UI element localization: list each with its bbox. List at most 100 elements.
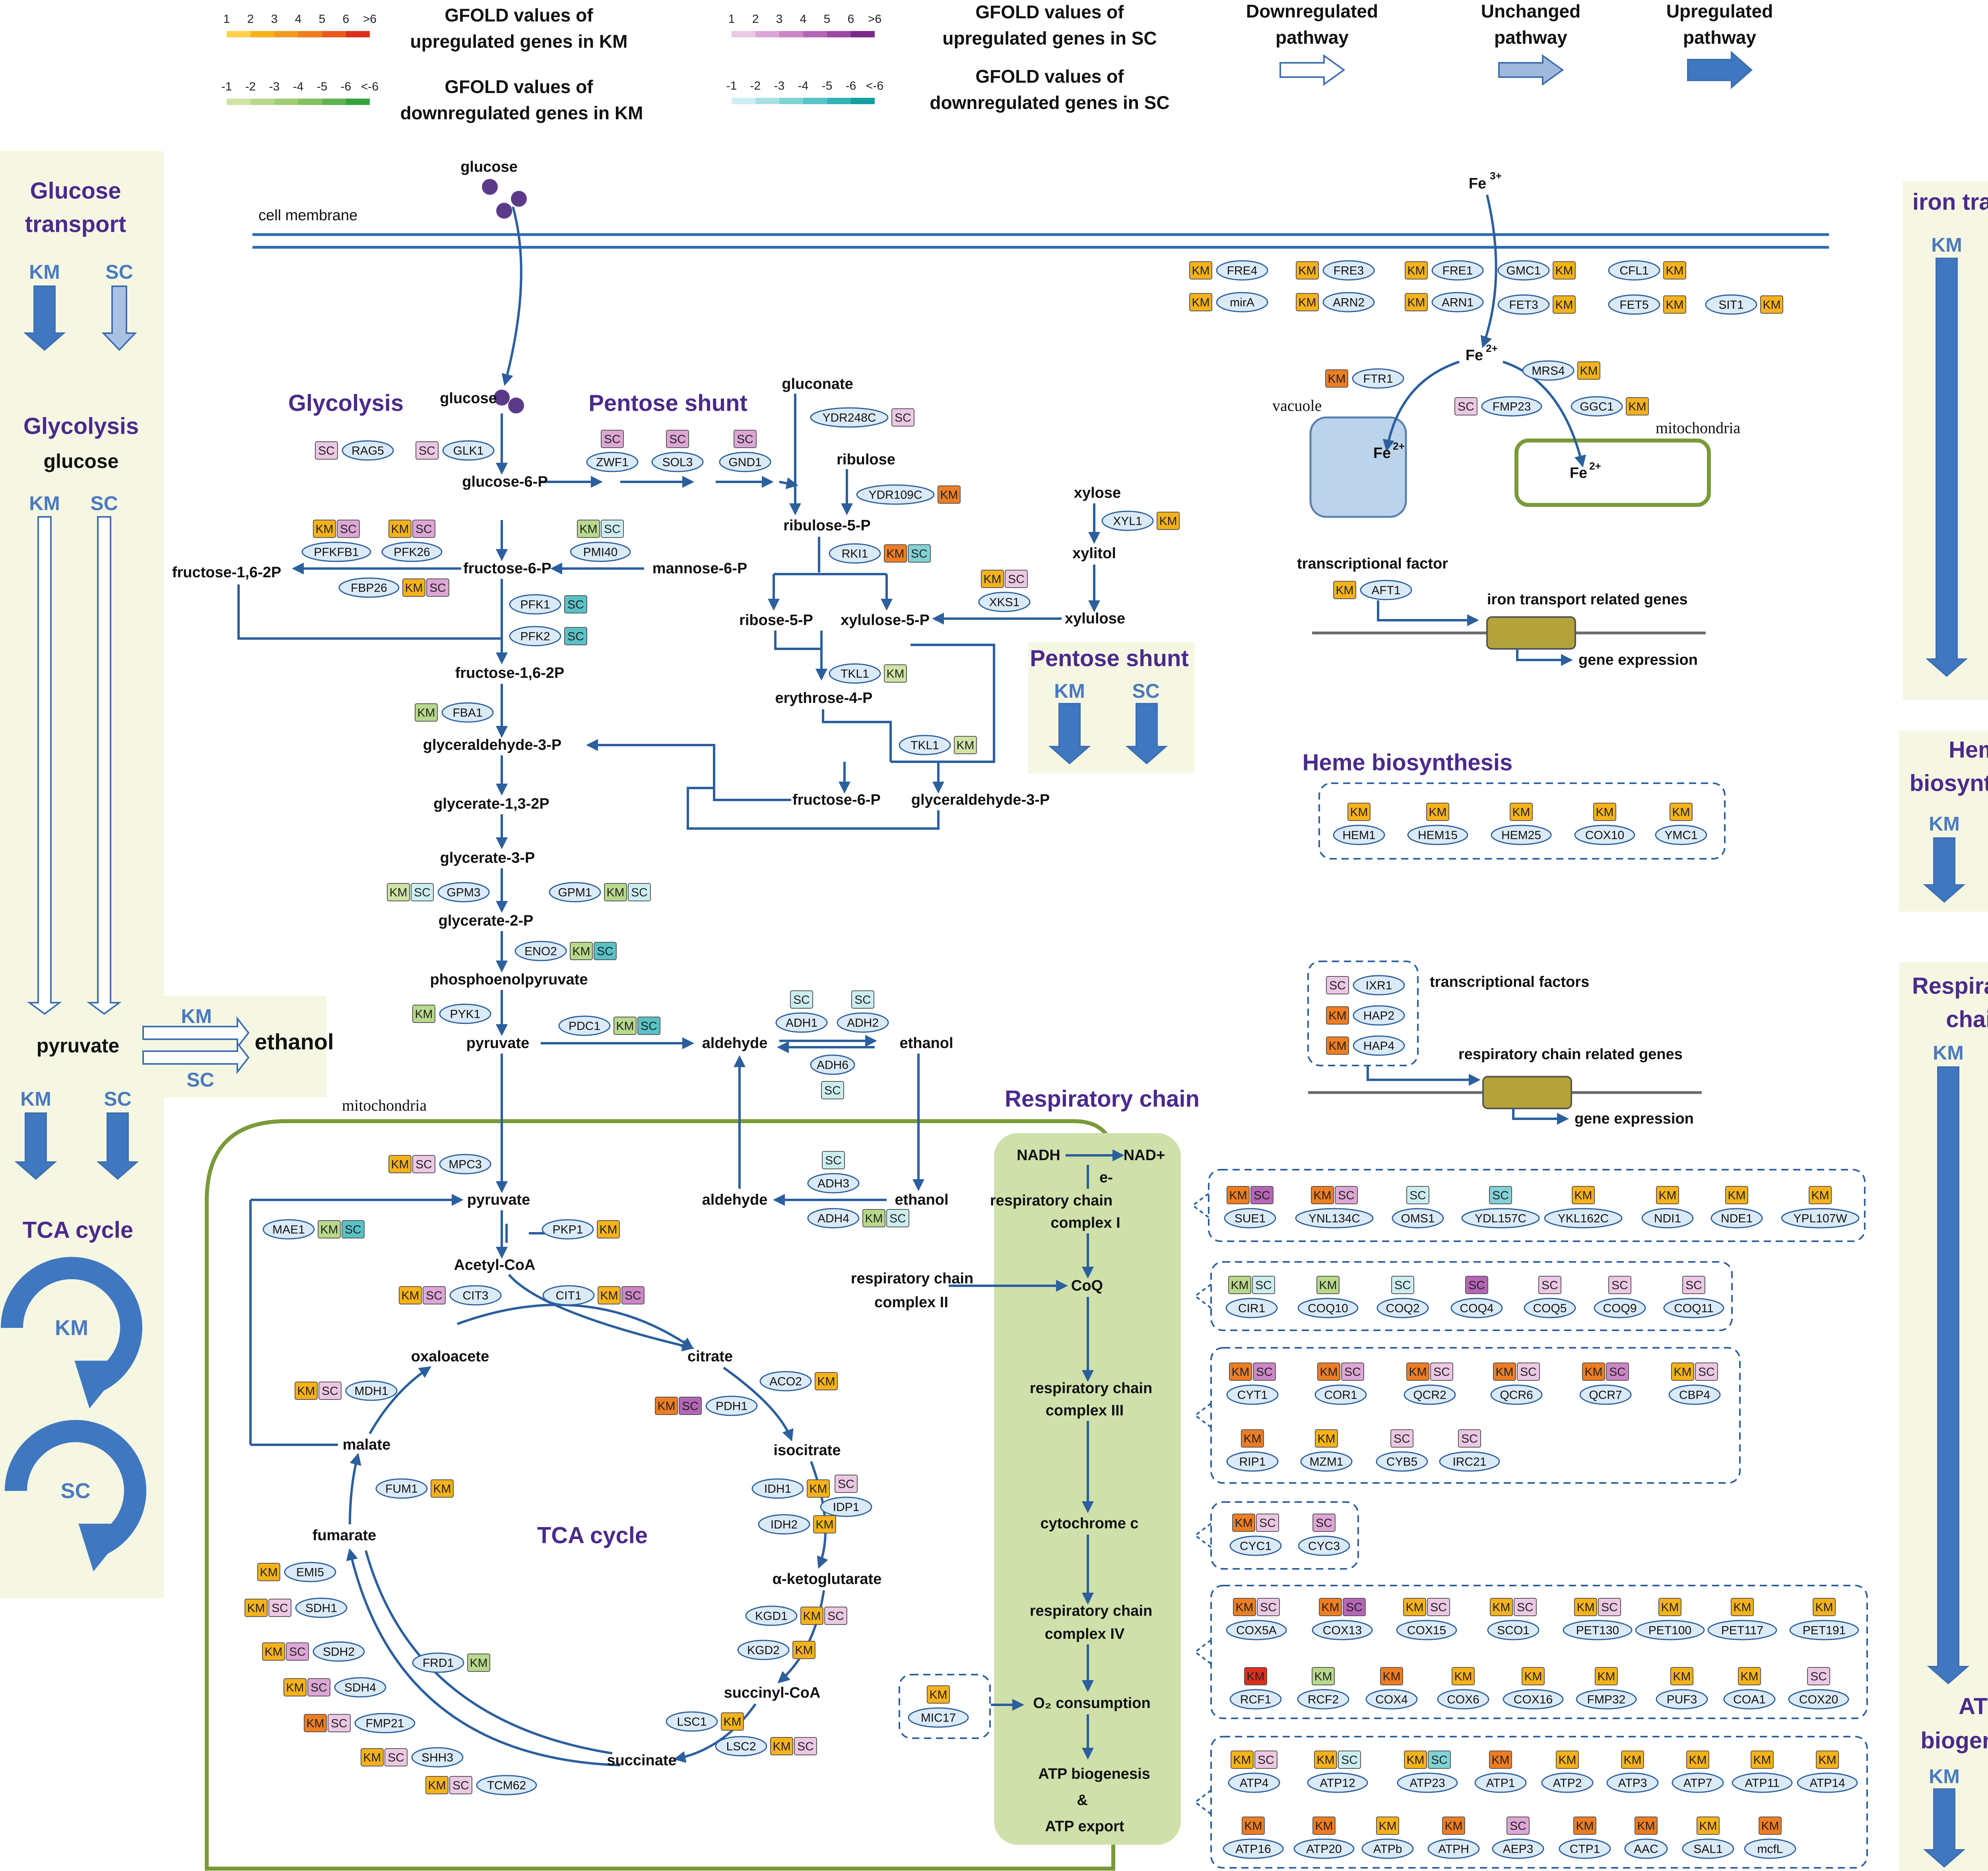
gene-name: COA1 bbox=[1733, 1693, 1766, 1706]
metabolite-eth: ethanol bbox=[899, 1035, 953, 1052]
gene-name: ATP1 bbox=[1486, 1777, 1515, 1790]
condition-tag-km: KM bbox=[1347, 803, 1371, 821]
condition-tag-text: KM bbox=[930, 1689, 947, 1702]
tca-km-cycle-icon: KM bbox=[0, 1257, 142, 1409]
gene-name: PFK1 bbox=[520, 598, 550, 611]
condition-tag-text: KM bbox=[1315, 1820, 1333, 1833]
condition-tag-km: KM bbox=[1593, 803, 1616, 821]
legend-tick: -4 bbox=[293, 80, 304, 93]
condition-tag-text: SC bbox=[1394, 1432, 1410, 1446]
condition-tag-sc: SC bbox=[1538, 1276, 1561, 1294]
metabolite-ald: aldehyde bbox=[702, 1035, 768, 1052]
condition-tag-sc: SC bbox=[1338, 1751, 1361, 1769]
gene-name: NDI1 bbox=[1654, 1212, 1681, 1225]
condition-tag-text: KM bbox=[1555, 264, 1573, 278]
metabolite-r5p: ribose-5-P bbox=[739, 612, 813, 629]
condition-tag-text: SC bbox=[1461, 1432, 1478, 1446]
gene-atp20: ATP20 bbox=[1293, 1838, 1355, 1859]
condition-tag-sc: SC bbox=[594, 942, 617, 960]
transcriptional-factors-label: transcriptional factors bbox=[1430, 974, 1589, 990]
gene-name: COX5A bbox=[1236, 1624, 1277, 1637]
gene-pet117: PET117 bbox=[1707, 1620, 1777, 1640]
condition-tag-text: KM bbox=[940, 489, 958, 502]
condition-tag-text: KM bbox=[405, 582, 423, 595]
legend-tick: -6 bbox=[341, 80, 351, 93]
gene-name: AAC bbox=[1634, 1843, 1658, 1856]
condition-tag-sc: SC bbox=[384, 1748, 408, 1766]
gene-name: ATP3 bbox=[1618, 1777, 1647, 1790]
condition-tag-km: KM bbox=[1242, 1817, 1265, 1835]
gene-cbp4: CBP4 bbox=[1668, 1384, 1721, 1405]
condition-tag-text: SC bbox=[1254, 1189, 1270, 1202]
condition-tag-sc: SC bbox=[564, 627, 587, 645]
glucose-molecule-icon bbox=[511, 191, 527, 207]
condition-tag-sc: SC bbox=[621, 1286, 645, 1304]
gene-name: CIT1 bbox=[555, 1289, 581, 1302]
condition-tag-sc: SC bbox=[1341, 1362, 1364, 1381]
condition-tag-text: KM bbox=[390, 886, 408, 899]
metabolite-g6p: glucose-6-P bbox=[462, 474, 547, 490]
condition-tag-text: SC bbox=[429, 582, 446, 595]
metabolite-c1: respiratory chain bbox=[990, 1192, 1112, 1209]
gene-name: ADH3 bbox=[817, 1177, 849, 1190]
condition-tag-km: KM bbox=[1670, 1667, 1693, 1685]
condition-tag-text: KM bbox=[1318, 1432, 1336, 1446]
condition-tag-km: KM bbox=[597, 1220, 620, 1238]
legend-tick: 2 bbox=[247, 13, 254, 26]
legend-tick: >6 bbox=[363, 13, 377, 26]
condition-tag-text: SC bbox=[1258, 1754, 1274, 1767]
condition-tag-text: KM bbox=[391, 1158, 409, 1171]
metabolite-xylitol: xylitol bbox=[1072, 545, 1116, 562]
condition-tag-sc: SC bbox=[412, 520, 435, 538]
fe2-mito-label: Fe bbox=[1570, 465, 1587, 481]
metabolite-c4b: complex IV bbox=[1045, 1626, 1125, 1642]
cycle-label: SC bbox=[60, 1479, 90, 1503]
gene-zwf1: ZWF1 bbox=[586, 452, 639, 472]
gene-gpm3: GPM3 bbox=[437, 882, 490, 903]
arrow-aft1-genes bbox=[1377, 600, 1479, 626]
gene-name: ATPb bbox=[1373, 1843, 1402, 1856]
gene-name: FMP32 bbox=[1587, 1693, 1626, 1706]
gene-name: COX13 bbox=[1323, 1624, 1362, 1637]
gene-fum1: FUM1 bbox=[375, 1478, 428, 1499]
gene-name: CYC3 bbox=[1308, 1540, 1340, 1553]
legend-tick: 1 bbox=[728, 13, 735, 26]
gene-rki1: RKI1 bbox=[829, 543, 881, 564]
gene-name: RKI1 bbox=[842, 547, 868, 561]
side-glucose: glucose bbox=[44, 450, 119, 472]
condition-tag-km: KM bbox=[1510, 803, 1533, 821]
complex1-gene-box bbox=[1208, 1169, 1866, 1242]
condition-tag-text: KM bbox=[1666, 299, 1684, 312]
metabolite-c2: respiratory chain bbox=[851, 1270, 973, 1287]
gene-expression-label-2: gene expression bbox=[1574, 1110, 1694, 1127]
gene-name: YKL162C bbox=[1558, 1212, 1609, 1225]
legend-tick: >6 bbox=[868, 13, 881, 26]
arrow-iron-expression bbox=[1516, 649, 1573, 666]
gene-ydr248c: YDR248C bbox=[810, 407, 889, 428]
condition-tag-text: KM bbox=[887, 668, 905, 681]
metabolite-gap2: glyceraldehyde-3-P bbox=[911, 792, 1050, 808]
gene-pfkfb1: PFKFB1 bbox=[301, 542, 371, 562]
metabolite-f16p: fructose-1,6-2P bbox=[455, 665, 565, 681]
condition-tag-sc: SC bbox=[1507, 1817, 1530, 1835]
condition-tag-text: SC bbox=[415, 1158, 432, 1171]
condition-tag-text: SC bbox=[318, 444, 335, 458]
gene-name: PKP1 bbox=[553, 1223, 583, 1236]
gene-name: COX6 bbox=[1447, 1693, 1479, 1706]
cell-membrane-label: cell membrane bbox=[258, 207, 357, 224]
condition-tag-text: KM bbox=[1674, 1366, 1692, 1379]
gene-name: EMI5 bbox=[296, 1566, 324, 1579]
condition-tag-text: SC bbox=[1394, 1279, 1411, 1292]
legend-colorbar-sc_down: -1-2-3-4-5-6<-6 bbox=[726, 80, 883, 104]
condition-tag-text: KM bbox=[816, 1518, 834, 1531]
condition-tag-sc: SC bbox=[637, 1017, 660, 1035]
condition-tag-km: KM bbox=[1326, 1006, 1349, 1025]
arrow-fe2-mito bbox=[1503, 361, 1586, 468]
gene-gmc1: GMC1 bbox=[1497, 260, 1550, 281]
condition-tag-km: KM bbox=[1490, 1598, 1513, 1616]
gene-adh1: ADH1 bbox=[775, 1012, 828, 1033]
gene-name: FRE1 bbox=[1442, 264, 1473, 278]
condition-tag-km: KM bbox=[1452, 1667, 1475, 1685]
gene-cox16: COX16 bbox=[1503, 1689, 1564, 1710]
metabolite-mal: malate bbox=[343, 1436, 390, 1453]
